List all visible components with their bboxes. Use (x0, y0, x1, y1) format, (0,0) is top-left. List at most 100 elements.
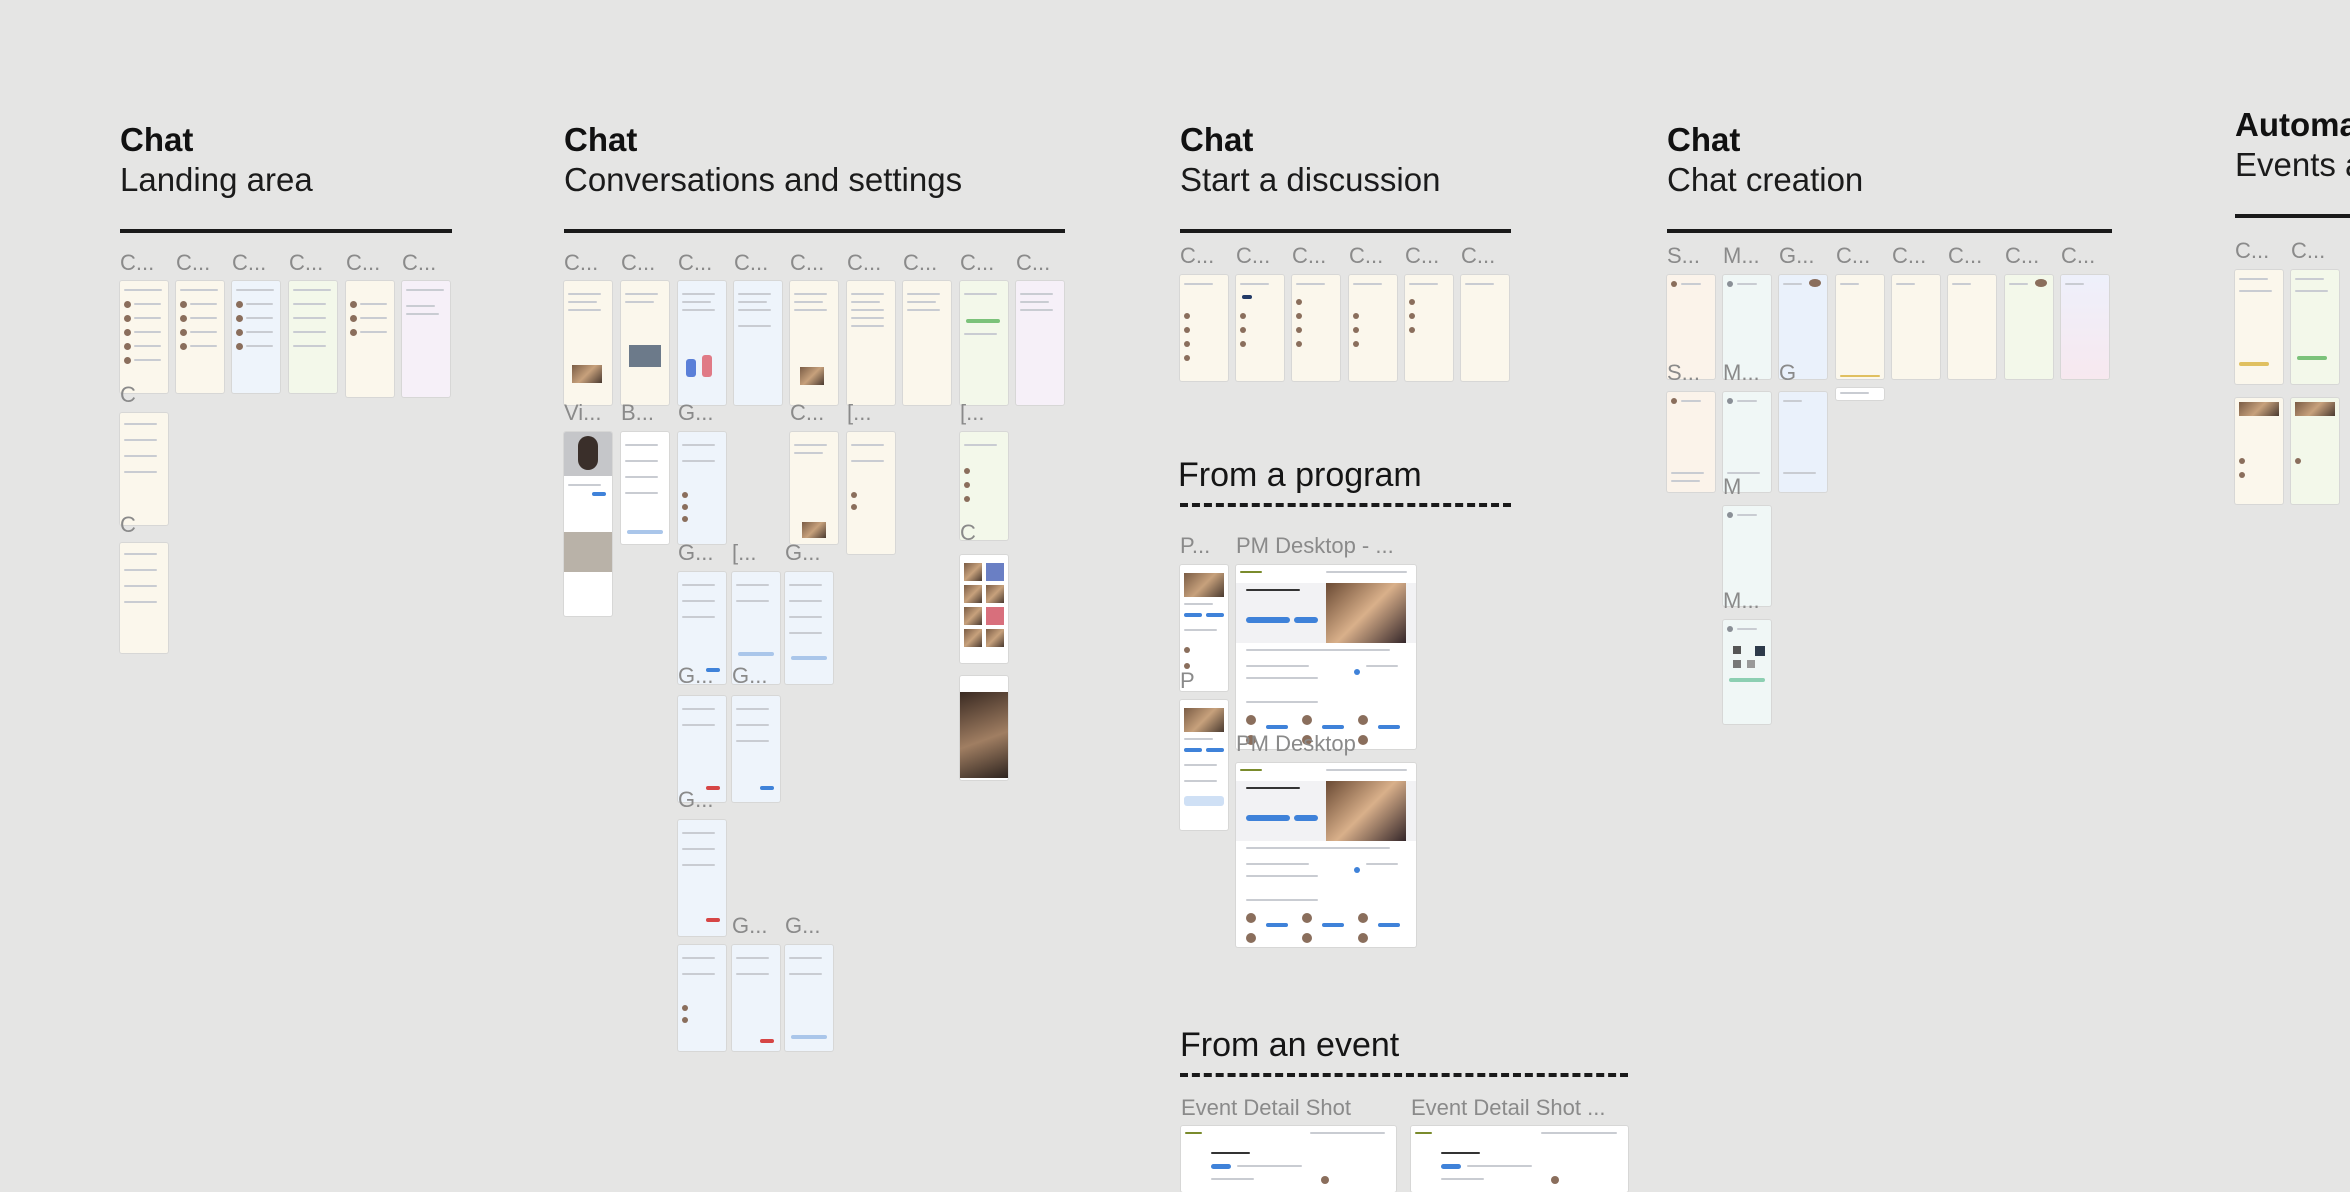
frame-label[interactable]: G... (785, 540, 821, 565)
frame-thumbnail[interactable] (678, 820, 726, 936)
frame-thumbnail[interactable] (176, 281, 224, 393)
frame-label[interactable]: M (1723, 474, 1742, 499)
frame-label[interactable]: C (120, 512, 136, 537)
frame-thumbnail[interactable] (120, 413, 168, 525)
frame-label[interactable]: C... (790, 400, 825, 425)
frame-thumbnail[interactable] (1349, 275, 1397, 381)
frame-thumbnail[interactable] (903, 281, 951, 405)
frame-thumbnail[interactable] (785, 945, 833, 1051)
frame-label[interactable]: C... (734, 250, 769, 275)
frame-thumbnail[interactable] (734, 281, 782, 405)
frame-thumbnail[interactable] (1016, 281, 1064, 405)
frame-label[interactable]: C... (2291, 238, 2326, 263)
frame-thumbnail[interactable] (1180, 275, 1228, 381)
frame-thumbnail[interactable] (1236, 763, 1416, 947)
frame-label[interactable]: C... (1180, 243, 1215, 268)
frame-label[interactable]: G (1779, 360, 1797, 385)
frame-thumbnail[interactable] (1292, 275, 1340, 381)
frame-thumbnail[interactable] (960, 676, 1008, 780)
frame-label[interactable]: C... (2005, 243, 2040, 268)
frame-label[interactable]: C... (960, 250, 995, 275)
frame-label[interactable]: Vi... (564, 400, 602, 425)
frame-thumbnail[interactable] (678, 281, 726, 405)
frame-label[interactable]: C... (1948, 243, 1983, 268)
frame-label[interactable]: M... (1723, 360, 1760, 385)
frame-label[interactable]: G... (678, 663, 714, 688)
frame-thumbnail[interactable] (2291, 270, 2339, 384)
frame-label[interactable]: C... (1461, 243, 1496, 268)
frame-thumbnail[interactable] (790, 432, 838, 544)
frame-label[interactable]: C... (1236, 243, 1271, 268)
frame-thumbnail[interactable] (732, 696, 780, 802)
frame-thumbnail[interactable] (960, 432, 1008, 540)
frame-label[interactable]: M... (1723, 243, 1760, 268)
frame-label[interactable]: C... (1349, 243, 1384, 268)
frame-label[interactable]: C... (1292, 243, 1327, 268)
frame-label[interactable]: G... (732, 663, 768, 688)
frame-thumbnail[interactable] (1723, 392, 1771, 492)
frame-thumbnail[interactable] (1892, 275, 1940, 379)
frame-thumbnail[interactable] (678, 945, 726, 1051)
frame-label[interactable]: C... (2235, 238, 2270, 263)
frame-label[interactable]: G... (678, 540, 714, 565)
frame-label[interactable]: Event Detail Shot (1181, 1095, 1351, 1120)
frame-thumbnail[interactable] (732, 945, 780, 1051)
frame-thumbnail[interactable] (1836, 388, 1884, 400)
frame-label[interactable]: [... (847, 400, 872, 425)
frame-thumbnail[interactable] (2061, 275, 2109, 379)
frame-thumbnail[interactable] (1667, 392, 1715, 492)
frame-label[interactable]: PM Desktop - ... (1236, 533, 1394, 558)
frame-label[interactable]: Event Detail Shot ... (1411, 1095, 1606, 1120)
frame-thumbnail[interactable] (1779, 392, 1827, 492)
frame-thumbnail[interactable] (1236, 565, 1416, 749)
frame-thumbnail[interactable] (1236, 275, 1284, 381)
frame-label[interactable]: C... (1892, 243, 1927, 268)
frame-label[interactable]: C... (1016, 250, 1051, 275)
frame-label[interactable]: S... (1667, 243, 1701, 268)
frame-thumbnail[interactable] (678, 432, 726, 544)
frame-thumbnail[interactable] (1667, 275, 1715, 379)
frame-label[interactable]: C... (289, 250, 324, 275)
frame-label[interactable]: C (960, 520, 976, 545)
frame-thumbnail[interactable] (1948, 275, 1996, 379)
frame-label[interactable]: B... (621, 400, 655, 425)
frame-thumbnail[interactable] (1723, 620, 1771, 724)
frame-thumbnail[interactable] (1461, 275, 1509, 381)
frame-thumbnail[interactable] (785, 572, 833, 684)
frame-thumbnail[interactable] (960, 555, 1008, 663)
frame-thumbnail[interactable] (120, 281, 168, 393)
frame-thumbnail[interactable] (847, 281, 895, 405)
frame-label[interactable]: PM Desktop (1236, 731, 1356, 756)
frame-thumbnail[interactable] (402, 281, 450, 397)
frame-thumbnail[interactable] (1836, 275, 1884, 379)
frame-thumbnail[interactable] (678, 696, 726, 802)
frame-label[interactable]: C... (621, 250, 656, 275)
frame-label[interactable]: G... (785, 913, 821, 938)
frame-label[interactable]: C... (346, 250, 381, 275)
frame-label[interactable]: P (1180, 668, 1195, 693)
frame-thumbnail[interactable] (1180, 700, 1228, 830)
frame-thumbnail[interactable] (2235, 398, 2283, 504)
frame-label[interactable]: [... (732, 540, 757, 565)
frame-thumbnail[interactable] (1779, 275, 1827, 379)
frame-label[interactable]: C... (2061, 243, 2096, 268)
frame-thumbnail[interactable] (621, 281, 669, 405)
frame-thumbnail[interactable] (232, 281, 280, 393)
frame-label[interactable]: C... (903, 250, 938, 275)
frame-label[interactable]: C... (564, 250, 599, 275)
frame-label[interactable]: C (120, 382, 136, 407)
frame-thumbnail[interactable] (847, 432, 895, 554)
frame-thumbnail[interactable] (732, 572, 780, 684)
frame-thumbnail[interactable] (1723, 506, 1771, 606)
frame-label[interactable]: C... (678, 250, 713, 275)
frame-label[interactable]: C... (402, 250, 437, 275)
frame-thumbnail[interactable] (1411, 1126, 1628, 1192)
frame-label[interactable]: G... (678, 400, 714, 425)
frame-thumbnail[interactable] (790, 281, 838, 405)
frame-label[interactable]: G... (678, 787, 714, 812)
frame-label[interactable]: C... (1836, 243, 1871, 268)
frame-thumbnail[interactable] (289, 281, 337, 393)
frame-label[interactable]: C... (176, 250, 211, 275)
frame-thumbnail[interactable] (2235, 270, 2283, 384)
frame-label[interactable]: C... (1405, 243, 1440, 268)
